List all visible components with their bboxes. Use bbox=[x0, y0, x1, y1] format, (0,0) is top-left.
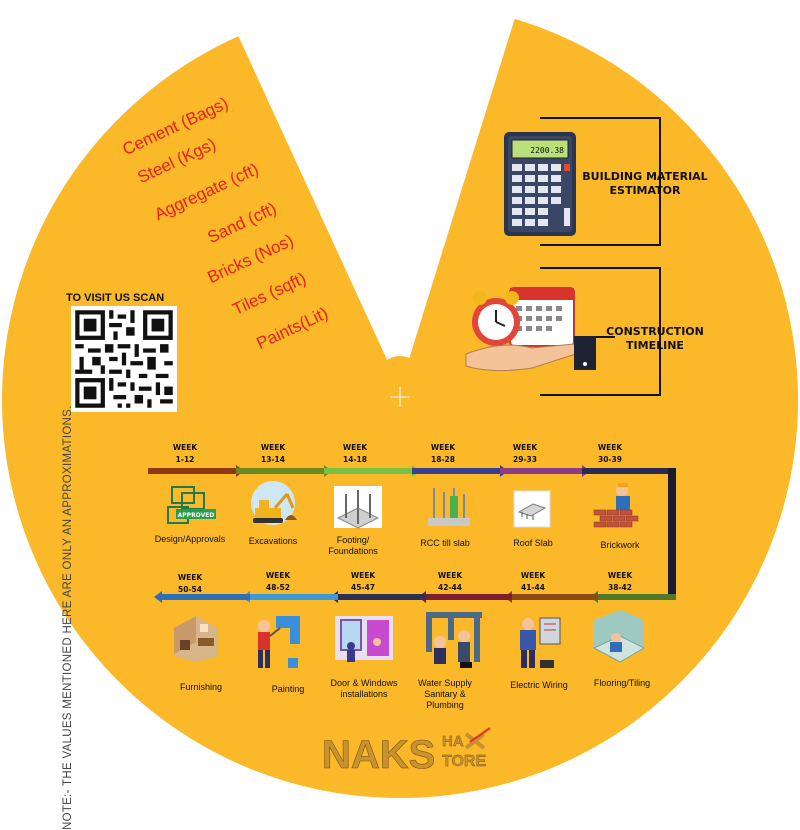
activity-label: Painting bbox=[271, 684, 305, 694]
activity-label: Roof Slab bbox=[513, 538, 553, 548]
activity-label: Brickwork bbox=[600, 540, 640, 550]
timeline-heading-line2: TIMELINE bbox=[626, 339, 684, 352]
estimator-heading-line1: BUILDING MATERIAL bbox=[582, 170, 708, 183]
door-window-icon bbox=[335, 616, 393, 662]
activity-label: Footing/ Foundations bbox=[328, 535, 378, 556]
activity-label: Door & Windows installations bbox=[330, 678, 398, 699]
flooring-icon bbox=[592, 610, 646, 663]
activity-label: Flooring/Tiling bbox=[593, 678, 651, 688]
approved-document-icon: APPROVED bbox=[167, 486, 216, 524]
clock-calendar-hand-icon bbox=[465, 287, 596, 372]
activity-label: RCC till slab bbox=[420, 538, 470, 548]
qr-label: TO VISIT US SCAN bbox=[66, 292, 165, 304]
approximation-note: NOTE:- THE VALUES MENTIONED HERE ARE ONL… bbox=[62, 405, 74, 830]
brand-logo-bottom: TORE bbox=[442, 753, 486, 770]
brand-logo-top: HA bbox=[442, 733, 464, 750]
estimator-heading: BUILDING MATERIAL ESTIMATOR bbox=[570, 170, 720, 198]
painter-icon bbox=[258, 616, 300, 668]
timeline-heading-line1: CONSTRUCTION bbox=[606, 325, 704, 338]
timeline-heading: CONSTRUCTION TIMELINE bbox=[580, 325, 730, 353]
activity-label: Excavations bbox=[248, 536, 298, 546]
calculator-display: 2200.38 bbox=[530, 146, 564, 155]
rcc-column-icon bbox=[428, 488, 470, 526]
furnishing-icon bbox=[174, 616, 218, 662]
estimator-heading-line2: ESTIMATOR bbox=[609, 184, 681, 197]
roof-slab-icon bbox=[513, 490, 551, 528]
brand-logo-main: NAKS bbox=[322, 733, 435, 777]
calculator-icon: 2200.38 bbox=[504, 132, 576, 236]
activity-label: Electric Wiring bbox=[510, 680, 568, 690]
plumbing-icon bbox=[426, 612, 482, 668]
timeline-track bbox=[148, 465, 676, 603]
electrician-icon bbox=[520, 617, 561, 668]
qr-code-icon[interactable] bbox=[71, 306, 177, 412]
excavator-icon bbox=[251, 481, 297, 525]
brickwork-icon bbox=[593, 483, 639, 528]
foundation-icon bbox=[334, 486, 382, 529]
approved-badge: APPROVED bbox=[178, 512, 215, 519]
activity-label: Water Supply Sanitary & Plumbing bbox=[418, 678, 472, 710]
activity-label: Furnishing bbox=[179, 682, 223, 692]
brand-logo: NAKS HA TORE bbox=[322, 727, 491, 777]
activity-label: Design/Approvals bbox=[154, 534, 226, 544]
